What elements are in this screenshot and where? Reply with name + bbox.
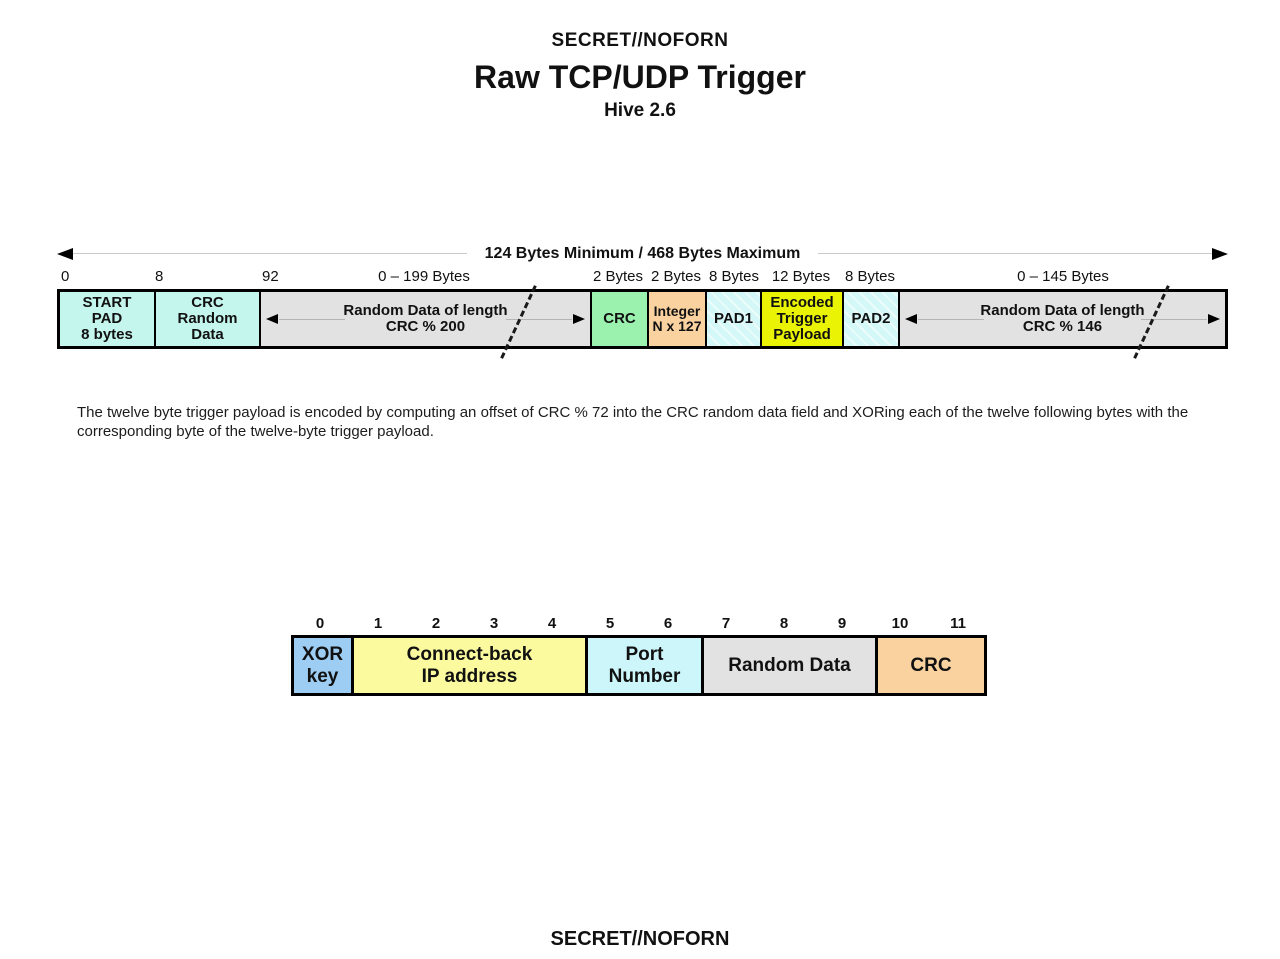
byte-index: 5 xyxy=(605,615,615,632)
byte-index: 10 xyxy=(891,615,909,632)
byte-index: 0 xyxy=(315,615,325,632)
field-label: CRC Random Data xyxy=(177,294,238,343)
byte-index: 4 xyxy=(547,615,557,632)
byte-index: 9 xyxy=(837,615,847,632)
size-label-pad1: 8 Bytes xyxy=(708,268,760,285)
offset-label-start-pad: 0 xyxy=(61,268,70,285)
trigger-field-random-data: Random Data xyxy=(701,638,875,693)
field-label: Integer N x 127 xyxy=(652,303,702,334)
field-label: CRC xyxy=(910,654,952,676)
page-subtitle: Hive 2.6 xyxy=(604,100,676,121)
field-label: XOR key xyxy=(301,643,344,687)
offset-label-random-data: 92 xyxy=(262,268,279,285)
field-label: CRC xyxy=(603,310,636,327)
field-pad1: PAD1 xyxy=(705,292,760,346)
field-label: Encoded Trigger Payload xyxy=(770,294,834,343)
field-integer-n-x-127: Integer N x 127 xyxy=(647,292,705,346)
arrow-line xyxy=(279,319,345,320)
byte-index: 2 xyxy=(431,615,441,632)
size-label-encoded-payload: 12 Bytes xyxy=(771,268,831,285)
field-label: START PAD 8 bytes xyxy=(81,294,133,343)
byte-index: 3 xyxy=(489,615,499,632)
span-line-left xyxy=(73,253,467,254)
byte-index: 6 xyxy=(663,615,673,632)
byte-index: 8 xyxy=(779,615,789,632)
byte-index: 7 xyxy=(721,615,731,632)
field-label: Random Data of length CRC % 146 xyxy=(980,302,1145,335)
classification-footer: SECRET//NOFORN xyxy=(550,928,730,950)
trigger-field-crc: CRC xyxy=(875,638,984,693)
classification-header: SECRET//NOFORN xyxy=(551,30,729,51)
packet-size-labels: 0 8 92 0 – 199 Bytes 2 Bytes 2 Bytes 8 B… xyxy=(57,268,1228,287)
left-arrowhead-icon xyxy=(905,314,917,324)
size-label-pad2: 8 Bytes xyxy=(844,268,896,285)
left-arrowhead-icon xyxy=(57,247,73,260)
span-line-right xyxy=(818,253,1212,254)
field-encoded-trigger-payload: Encoded Trigger Payload xyxy=(760,292,842,346)
arrow-line xyxy=(1141,319,1207,320)
right-arrowhead-icon xyxy=(1208,314,1220,324)
field-crc-random-data: CRC Random Data xyxy=(154,292,259,346)
size-label-crc: 2 Bytes xyxy=(592,268,644,285)
trigger-field-xor-key: XOR key xyxy=(294,638,351,693)
field-label: Connect-back IP address xyxy=(406,643,533,687)
field-label: Port Number xyxy=(608,643,681,687)
size-label-random-data-200: 0 – 199 Bytes xyxy=(378,268,470,285)
offset-label-crc-random: 8 xyxy=(155,268,164,285)
field-label: Random Data of length CRC % 200 xyxy=(343,302,508,335)
byte-index: 11 xyxy=(950,615,966,632)
field-label: Random Data xyxy=(728,654,851,676)
trigger-byte-indices: 0 1 2 3 4 5 6 7 8 9 10 11 xyxy=(291,615,987,632)
arrow-line xyxy=(506,319,572,320)
arrow-line xyxy=(918,319,984,320)
field-label: PAD2 xyxy=(851,310,891,327)
trigger-field-connect-back-ip: Connect-back IP address xyxy=(351,638,585,693)
page-header: SECRET//NOFORN Raw TCP/UDP Trigger Hive … xyxy=(0,30,1280,122)
byte-index: 1 xyxy=(373,615,383,632)
size-label-integer: 2 Bytes xyxy=(650,268,702,285)
trigger-field-port-number: Port Number xyxy=(585,638,701,693)
field-label: PAD1 xyxy=(714,310,753,327)
field-crc: CRC xyxy=(590,292,647,346)
description-text: The twelve byte trigger payload is encod… xyxy=(77,404,1189,440)
packet-structure-diagram: START PAD 8 bytes CRC Random Data Random… xyxy=(57,285,1228,359)
size-label-random-data-146: 0 – 145 Bytes xyxy=(1017,268,1109,285)
left-arrowhead-icon xyxy=(266,314,278,324)
page-title: Raw TCP/UDP Trigger xyxy=(474,59,806,95)
field-random-data-crc-146: Random Data of length CRC % 146 xyxy=(898,285,1225,359)
right-arrowhead-icon xyxy=(1212,247,1228,260)
field-start-pad: START PAD 8 bytes xyxy=(60,292,154,346)
field-pad2: PAD2 xyxy=(842,292,898,346)
trigger-payload-diagram: XOR key Connect-back IP address Port Num… xyxy=(291,635,987,696)
total-length-span-arrow: 124 Bytes Minimum / 468 Bytes Maximum xyxy=(57,244,1228,262)
span-arrow-label: 124 Bytes Minimum / 468 Bytes Maximum xyxy=(484,244,801,262)
right-arrowhead-icon xyxy=(573,314,585,324)
field-random-data-crc-200: Random Data of length CRC % 200 xyxy=(259,285,590,359)
